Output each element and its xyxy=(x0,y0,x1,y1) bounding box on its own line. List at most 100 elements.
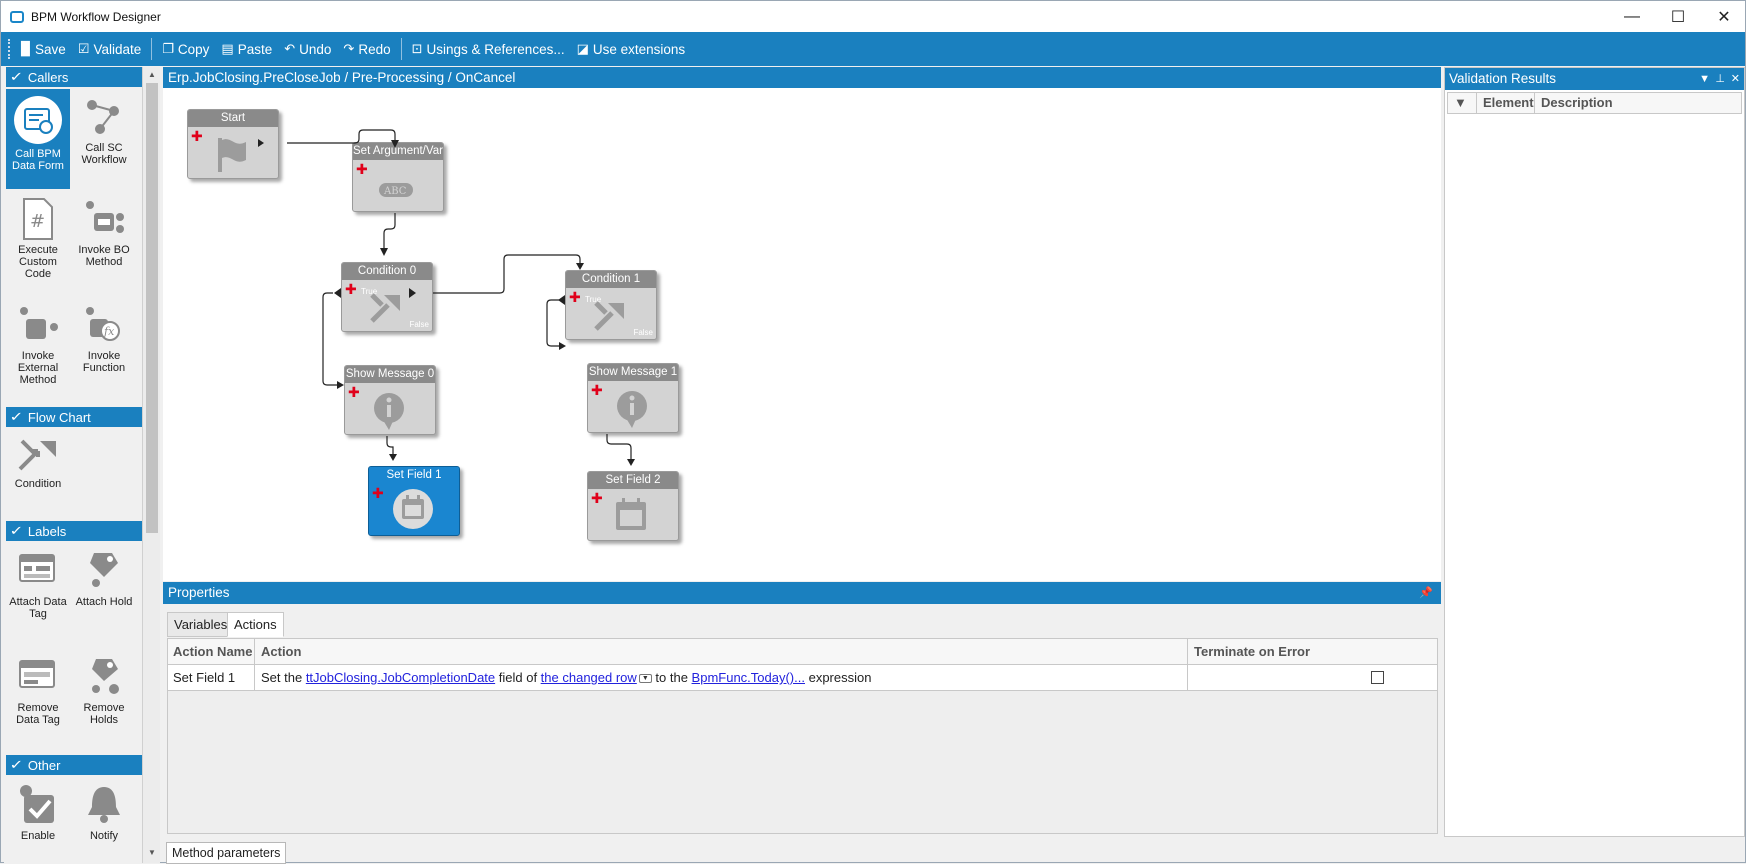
copy-button[interactable]: ❐Copy xyxy=(156,36,215,62)
validation-grid-header: ▼ Element Description xyxy=(1447,92,1742,114)
row-link[interactable]: the changed row xyxy=(540,670,637,685)
condition-icon xyxy=(594,301,624,331)
node-show-message-1[interactable]: Show Message 1 ✚ xyxy=(587,363,679,433)
tool-call-bpm-data-form[interactable]: Call BPM Data Form xyxy=(6,89,70,189)
table-row[interactable]: Set Field 1 Set the ttJobClosing.JobComp… xyxy=(168,665,1437,691)
tab-actions[interactable]: Actions xyxy=(227,612,284,637)
section-title: Callers xyxy=(27,69,69,85)
usings-references-label: Usings & References... xyxy=(426,41,565,57)
data-tag-icon xyxy=(19,554,55,582)
section-header-callers[interactable]: ✓Callers xyxy=(6,67,144,87)
tab-variables[interactable]: Variables xyxy=(167,612,235,637)
tool-invoke-function[interactable]: fx Invoke Function xyxy=(72,297,136,399)
redo-button[interactable]: ↷Redo xyxy=(337,36,396,62)
usings-references-button[interactable]: ⊡Usings & References... xyxy=(406,36,571,62)
add-icon[interactable]: ✚ xyxy=(569,289,581,305)
minimize-button[interactable]: — xyxy=(1624,7,1640,25)
add-icon[interactable]: ✚ xyxy=(356,161,368,177)
undo-icon: ↶ xyxy=(284,41,296,56)
column-divider xyxy=(254,639,255,665)
column-divider xyxy=(1534,93,1535,113)
column-header-action[interactable]: Action xyxy=(261,644,302,659)
validation-header: Validation Results ▼ ⊥ ✕ xyxy=(1445,68,1744,90)
node-show-message-0[interactable]: Show Message 0 ✚ xyxy=(344,365,436,435)
column-header-terminate-on-error[interactable]: Terminate on Error xyxy=(1194,644,1311,659)
add-icon[interactable]: ✚ xyxy=(348,384,360,400)
tool-invoke-external-method[interactable]: Invoke External Method xyxy=(6,297,70,399)
paste-button[interactable]: ▤Paste xyxy=(215,36,278,62)
workflow-canvas[interactable]: Start ✚ Set Argument/Vari ✚ ABC Conditio… xyxy=(163,88,1441,581)
column-header-element[interactable]: Element xyxy=(1483,95,1534,110)
close-button[interactable]: ✕ xyxy=(1717,8,1731,26)
node-condition-1[interactable]: Condition 1 ✚ True False xyxy=(565,270,657,340)
add-icon[interactable]: ✚ xyxy=(345,281,357,297)
node-title: Set Argument/Vari xyxy=(353,143,443,160)
calendar-icon xyxy=(616,498,646,530)
node-start[interactable]: Start ✚ xyxy=(187,109,279,179)
add-icon[interactable]: ✚ xyxy=(591,490,603,506)
tool-invoke-bo-method[interactable]: Invoke BO Method xyxy=(72,191,136,293)
tool-label: Invoke Function xyxy=(82,350,126,374)
form-icon xyxy=(14,96,62,144)
remove-hold-icon xyxy=(92,659,119,694)
pin-icon[interactable]: 📌 xyxy=(1419,587,1433,599)
tool-remove-data-tag[interactable]: Remove Data Tag xyxy=(6,649,70,749)
tool-enable[interactable]: Enable xyxy=(6,777,70,863)
column-header-description[interactable]: Description xyxy=(1541,95,1613,110)
tool-label: Remove Data Tag xyxy=(16,702,60,726)
tab-method-parameters[interactable]: Method parameters xyxy=(166,842,287,864)
chevron-down-icon: ✓ xyxy=(9,69,24,84)
properties-title: Properties xyxy=(168,585,230,600)
tool-notify[interactable]: Notify xyxy=(72,777,136,863)
section-header-labels[interactable]: ✓Labels xyxy=(6,521,144,541)
add-icon[interactable]: ✚ xyxy=(191,128,203,144)
save-button[interactable]: ▉Save xyxy=(15,36,72,62)
node-set-argument[interactable]: Set Argument/Vari ✚ ABC xyxy=(352,142,444,212)
node-set-field-2[interactable]: Set Field 2 ✚ xyxy=(587,471,679,541)
section-title: Flow Chart xyxy=(27,409,91,425)
tool-condition[interactable]: Condition xyxy=(6,429,70,519)
node-condition-0[interactable]: Condition 0 ✚ True False xyxy=(341,262,433,332)
node-title: Set Field 2 xyxy=(588,472,678,489)
pin-icon[interactable]: ⊥ xyxy=(1715,73,1725,85)
column-header-action-name[interactable]: Action Name xyxy=(173,644,253,659)
dropdown-icon[interactable]: ▼ xyxy=(638,674,652,684)
maximize-button[interactable]: ☐ xyxy=(1670,8,1686,26)
tool-label: Attach Data Tag xyxy=(9,596,67,620)
add-icon[interactable]: ✚ xyxy=(372,485,384,501)
toolbar-grip[interactable] xyxy=(8,39,11,59)
terminate-on-error-checkbox[interactable] xyxy=(1371,671,1384,684)
tool-execute-custom-code[interactable]: # Execute Custom Code xyxy=(6,191,70,293)
svg-text:ABC: ABC xyxy=(383,186,407,197)
scroll-up-icon[interactable]: ▲ xyxy=(148,70,156,79)
save-icon: ▉ xyxy=(21,41,31,56)
field-link[interactable]: ttJobClosing.JobCompletionDate xyxy=(305,670,496,685)
action-description-cell: Set the ttJobClosing.JobCompletionDate f… xyxy=(256,665,871,690)
expression-link[interactable]: BpmFunc.Today()... xyxy=(691,670,805,685)
use-extensions-button[interactable]: ◪Use extensions xyxy=(571,36,692,62)
copy-label: Copy xyxy=(177,41,210,57)
tool-attach-hold[interactable]: Attach Hold xyxy=(72,543,136,643)
tool-remove-holds[interactable]: Remove Holds xyxy=(72,649,136,749)
section-header-other[interactable]: ✓Other xyxy=(6,755,144,775)
node-set-field-1[interactable]: Set Field 1 ✚ xyxy=(368,466,460,536)
close-icon[interactable]: ✕ xyxy=(1730,73,1740,85)
tool-label: Condition xyxy=(14,478,62,490)
undo-button[interactable]: ↶Undo xyxy=(278,36,337,62)
use-extensions-label: Use extensions xyxy=(592,41,686,57)
chevron-down-icon: ✓ xyxy=(9,523,24,538)
section-header-flow-chart[interactable]: ✓Flow Chart xyxy=(6,407,144,427)
method-icon xyxy=(86,201,124,233)
tool-attach-data-tag[interactable]: Attach Data Tag xyxy=(6,543,70,643)
scrollbar-thumb[interactable] xyxy=(146,83,158,533)
add-icon[interactable]: ✚ xyxy=(591,382,603,398)
actions-grid: Action Name Action Terminate on Error Se… xyxy=(167,638,1438,834)
dropdown-icon[interactable]: ▼ xyxy=(1699,73,1710,85)
properties-header: Properties 📌 xyxy=(163,582,1441,604)
window-title: BPM Workflow Designer xyxy=(31,9,161,24)
scroll-down-icon[interactable]: ▼ xyxy=(148,848,156,857)
tool-call-sc-workflow[interactable]: Call SC Workflow xyxy=(72,89,136,189)
filter-icon[interactable]: ▼ xyxy=(1454,95,1467,110)
toolbox-scrollbar[interactable]: ▲ ▼ xyxy=(142,67,160,863)
validate-button[interactable]: ☑Validate xyxy=(72,36,147,62)
